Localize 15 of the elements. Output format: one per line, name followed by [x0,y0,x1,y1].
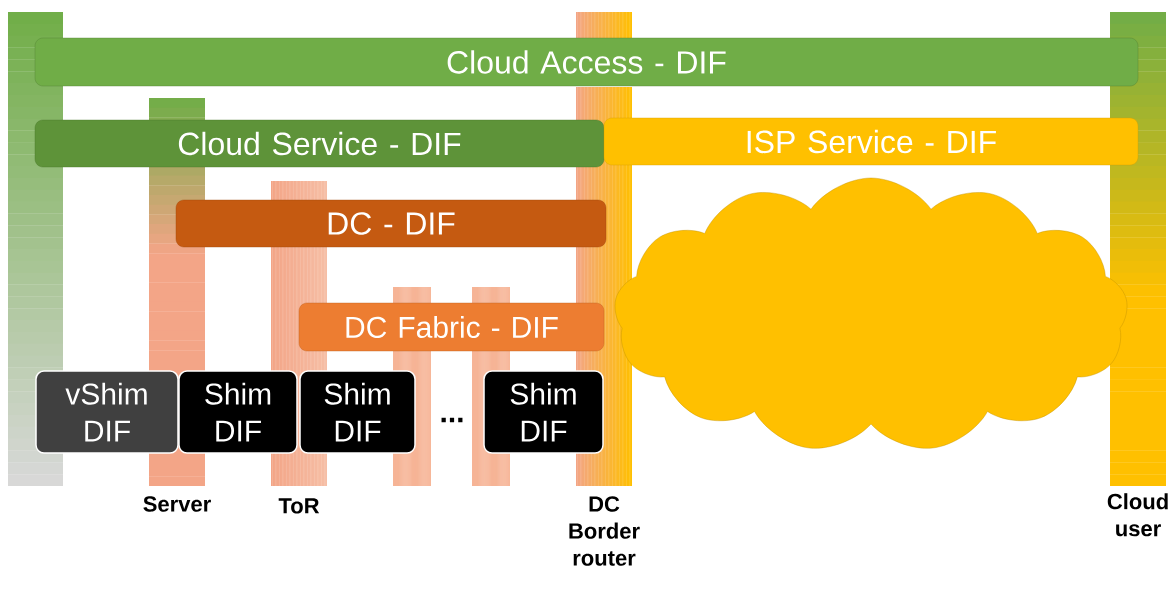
layer-band: Cloud Access - DIF [34,37,1139,87]
shim-box: Shim DIF [299,370,416,454]
device-label: ToR [278,498,320,514]
device-label: Server [143,496,211,512]
shim-box: Shim DIF [483,370,604,454]
shim-box: Shim DIF [178,370,298,454]
layer-band: DC - DIF [175,199,607,248]
device-label: Cloud user [1107,493,1168,537]
layer-band: DC Fabric - DIF [298,302,605,352]
cloud-shape [614,177,1128,449]
layer-band: Cloud Service - DIF [34,119,605,168]
layer-band: ISP Service - DIF [603,117,1139,166]
device-label: DC Border router [569,496,640,566]
ellipsis-label: ... [441,417,463,423]
shim-box: vShim DIF [35,370,179,454]
